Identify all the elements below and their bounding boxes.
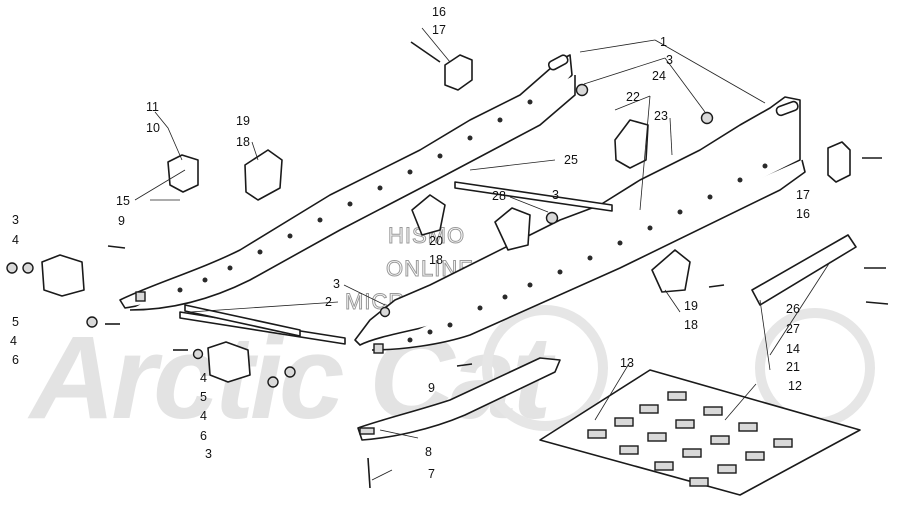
callout-4: 4 [200, 371, 207, 385]
callout-27: 27 [786, 322, 800, 336]
track-clips [539, 369, 861, 496]
callout-23: 23 [654, 109, 668, 123]
callout-9: 9 [118, 214, 125, 228]
callout-10: 10 [146, 121, 160, 135]
slide-rail-right [354, 96, 806, 354]
callout-16: 16 [796, 207, 810, 221]
callout-6: 6 [200, 429, 207, 443]
callout-14: 14 [786, 342, 800, 356]
callout-3: 3 [12, 213, 19, 227]
callout-12: 12 [788, 379, 802, 393]
callout-19: 19 [684, 299, 698, 313]
callout-19: 19 [236, 114, 250, 128]
callout-labels: 1 2 3 3 3 3 3 4 4 4 4 5 5 6 6 7 8 9 9 10… [10, 5, 810, 481]
callout-3: 3 [333, 277, 340, 291]
callout-3: 3 [666, 53, 673, 67]
axles [179, 181, 613, 345]
callout-21: 21 [786, 360, 800, 374]
callout-9: 9 [428, 381, 435, 395]
callout-24: 24 [652, 69, 666, 83]
leader-lines [134, 27, 831, 481]
callout-18: 18 [236, 135, 250, 149]
callout-17: 17 [432, 23, 446, 37]
callout-4: 4 [12, 233, 19, 247]
callout-22: 22 [626, 90, 640, 104]
callout-5: 5 [12, 315, 19, 329]
callout-13: 13 [620, 356, 634, 370]
callout-20: 20 [429, 234, 443, 248]
callout-6: 6 [12, 353, 19, 367]
callout-5: 5 [200, 390, 207, 404]
callout-26: 26 [786, 302, 800, 316]
callout-1: 1 [660, 35, 667, 49]
brackets-and-hardware [6, 41, 889, 489]
callout-28: 28 [492, 189, 506, 203]
callout-18: 18 [429, 253, 443, 267]
wear-strip [357, 357, 561, 441]
callout-7: 7 [428, 467, 435, 481]
callout-3: 3 [205, 447, 212, 461]
slide-rail-left [119, 54, 576, 311]
callout-2: 2 [325, 295, 332, 309]
callout-15: 15 [116, 194, 130, 208]
callout-16: 16 [432, 5, 446, 19]
callout-18: 18 [684, 318, 698, 332]
callout-3: 3 [552, 188, 559, 202]
callout-25: 25 [564, 153, 578, 167]
callout-11: 11 [146, 100, 159, 114]
watermark-wheel [482, 305, 608, 431]
callout-4: 4 [10, 334, 17, 348]
callout-8: 8 [425, 445, 432, 459]
callout-17: 17 [796, 188, 810, 202]
callout-4: 4 [200, 409, 207, 423]
